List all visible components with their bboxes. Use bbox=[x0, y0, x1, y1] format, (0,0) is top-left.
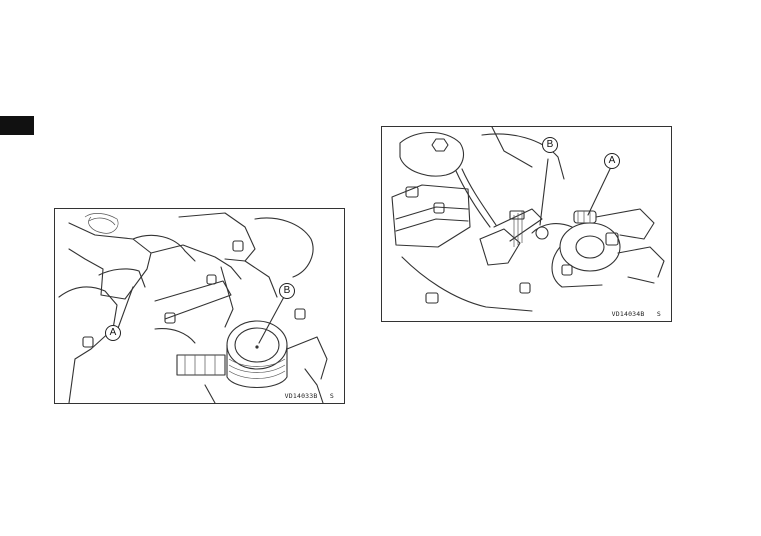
figure-code: VD14034B S bbox=[612, 310, 661, 318]
engine-illustration-right bbox=[391, 127, 665, 312]
figure-code-suffix: S bbox=[329, 392, 334, 400]
figure-code-id: VD14033B bbox=[284, 392, 318, 400]
chapter-tab bbox=[0, 116, 34, 135]
figure-code: VD14033B S bbox=[285, 392, 334, 400]
figure-code-suffix: S bbox=[656, 310, 661, 318]
callout-a: A bbox=[604, 153, 620, 169]
callout-b: B bbox=[279, 283, 295, 299]
figure-right: B A VD14034B S bbox=[381, 126, 672, 322]
callout-a: A bbox=[105, 325, 121, 341]
callout-b: B bbox=[542, 137, 558, 153]
figure-code-id: VD14034B bbox=[611, 310, 645, 318]
engine-illustration-left bbox=[58, 212, 328, 403]
figure-left: A B VD14033B S bbox=[54, 208, 345, 404]
